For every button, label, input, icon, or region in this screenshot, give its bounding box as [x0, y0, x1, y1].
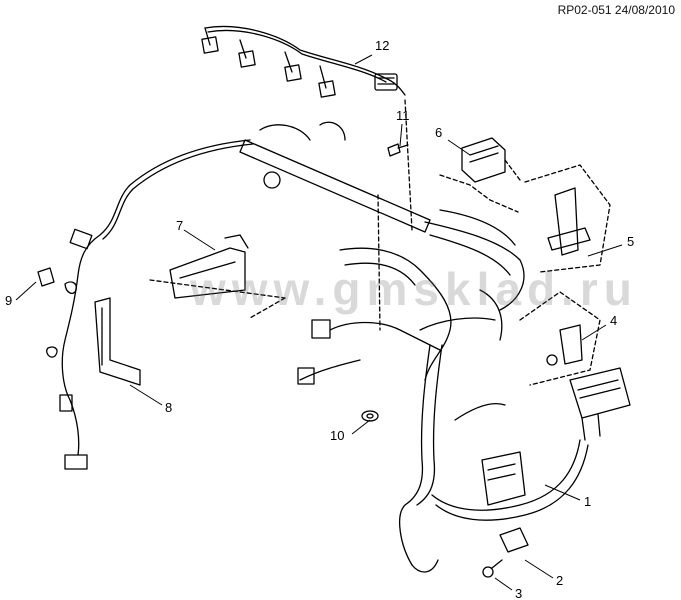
callout-6: 6 [435, 125, 442, 140]
callout-3: 3 [515, 586, 522, 600]
callout-8: 8 [165, 400, 172, 415]
connector-block-6 [439, 137, 521, 213]
callout-4: 4 [610, 313, 617, 328]
clip-9 [37, 267, 77, 295]
ecm-connector [569, 367, 631, 441]
injector-harness-12 [201, 25, 406, 98]
bolt-3 [482, 559, 503, 578]
leader-lines [15, 54, 623, 591]
callout-12: 12 [375, 38, 389, 53]
engine-harness-bundle [297, 247, 506, 421]
grommet-10 [361, 410, 379, 422]
watermark: www.gmsklad.ru [190, 263, 638, 315]
callout-2: 2 [556, 573, 563, 588]
callout-9: 9 [5, 293, 12, 308]
bracket-7 [149, 234, 286, 319]
bracket-5 [524, 164, 611, 273]
callout-5: 5 [627, 234, 634, 249]
fuel-rail-harness [239, 121, 525, 311]
bracket-8 [94, 297, 141, 386]
left-sensor-lead [46, 139, 254, 470]
bracket-4 [519, 291, 601, 386]
main-harness-1 [399, 344, 589, 573]
clip-2 [499, 527, 529, 553]
callout-7: 7 [176, 218, 183, 233]
reference-code: RP02-051 24/08/2010 [557, 3, 675, 17]
bolt-11 [387, 143, 409, 157]
callout-11: 11 [396, 108, 410, 123]
callout-1: 1 [584, 494, 591, 509]
callout-10: 10 [330, 428, 344, 443]
